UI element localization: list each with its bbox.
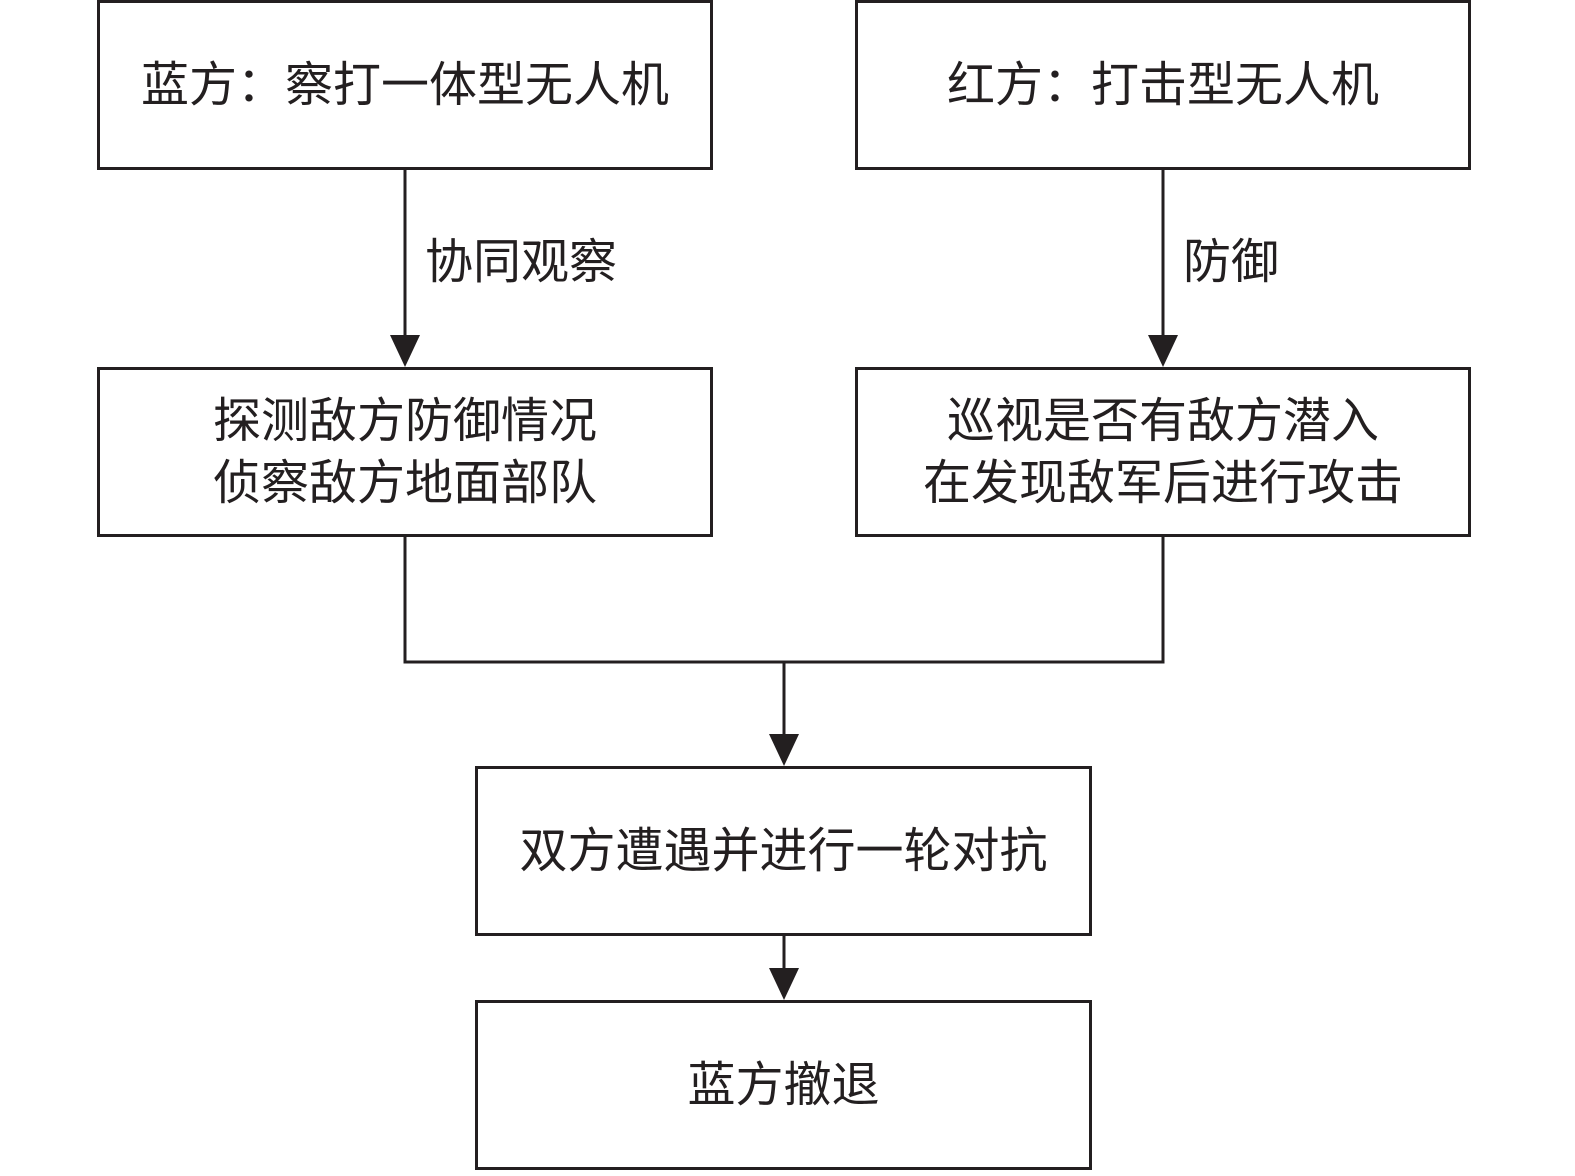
node-red-uav: 红方：打击型无人机 [855, 0, 1471, 170]
edge-label-cooperative-observation: 协同观察 [425, 234, 618, 290]
node-blue-uav-text: 蓝方：察打一体型无人机 [140, 57, 669, 113]
node-red-task: 巡视是否有敌方潜入 在发现敌军后进行攻击 [855, 367, 1471, 537]
arrowhead-retreat [769, 968, 799, 1000]
node-retreat-text: 蓝方撤退 [687, 1057, 880, 1113]
arrowhead-blue-task [390, 335, 420, 367]
node-red-uav-text: 红方：打击型无人机 [946, 57, 1379, 113]
arrowhead-red-task [1148, 335, 1178, 367]
arrowhead-encounter [769, 734, 799, 766]
node-red-task-line1: 巡视是否有敌方潜入 [946, 393, 1379, 449]
node-blue-task-line2: 侦察敌方地面部队 [212, 455, 597, 511]
node-retreat: 蓝方撤退 [475, 1000, 1092, 1170]
node-blue-task-line1: 探测敌方防御情况 [212, 393, 597, 449]
node-blue-task: 探测敌方防御情况 侦察敌方地面部队 [97, 367, 713, 537]
merge-connector [403, 537, 1165, 664]
edge-label-defense: 防御 [1183, 234, 1280, 290]
node-encounter-text: 双方遭遇并进行一轮对抗 [519, 823, 1048, 879]
node-blue-uav: 蓝方：察打一体型无人机 [97, 0, 713, 170]
node-encounter: 双方遭遇并进行一轮对抗 [475, 766, 1092, 936]
node-red-task-line2: 在发现敌军后进行攻击 [922, 455, 1403, 511]
